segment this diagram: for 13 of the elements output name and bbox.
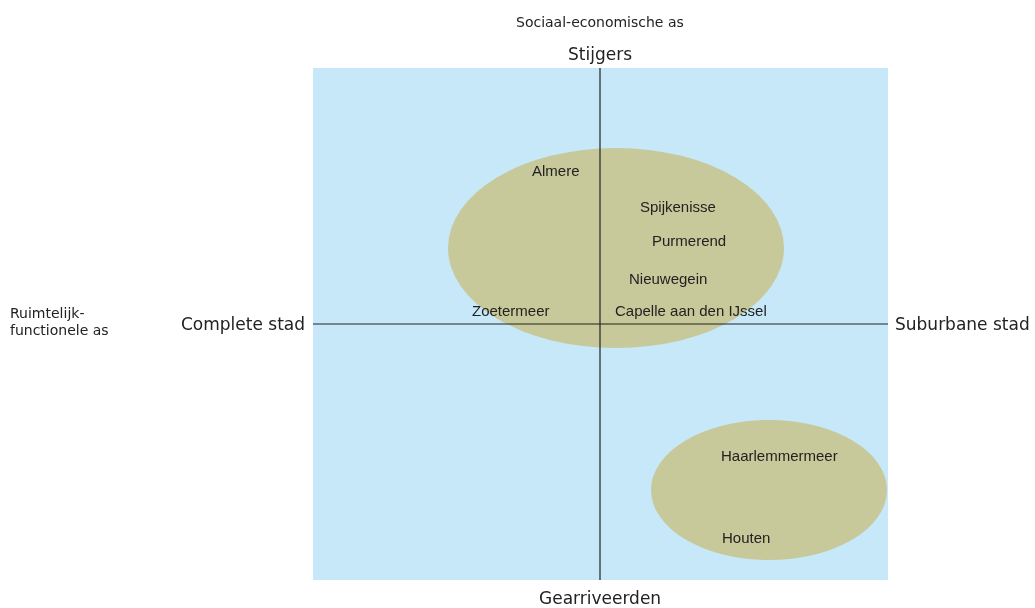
city-name: Capelle aan den IJssel: [615, 302, 767, 320]
city-name: Almere: [532, 162, 580, 180]
axis-end-label: Complete stad: [181, 314, 306, 335]
city-name: Spijkenisse: [640, 198, 716, 216]
city-name: Houten: [722, 529, 771, 547]
axis-title: Ruimtelijk-functionele as: [10, 305, 110, 339]
city-name: Purmerend: [652, 232, 727, 250]
city-name: Nieuwegein: [629, 270, 708, 288]
axis-end-label: Suburbane stad: [895, 314, 1030, 335]
axis-end-label: Gearriveerden: [539, 588, 662, 608]
axis-title: Sociaal-economische as: [516, 13, 684, 31]
city-name: Haarlemmermeer: [721, 447, 838, 465]
axis-end-label: Stijgers: [568, 44, 632, 65]
